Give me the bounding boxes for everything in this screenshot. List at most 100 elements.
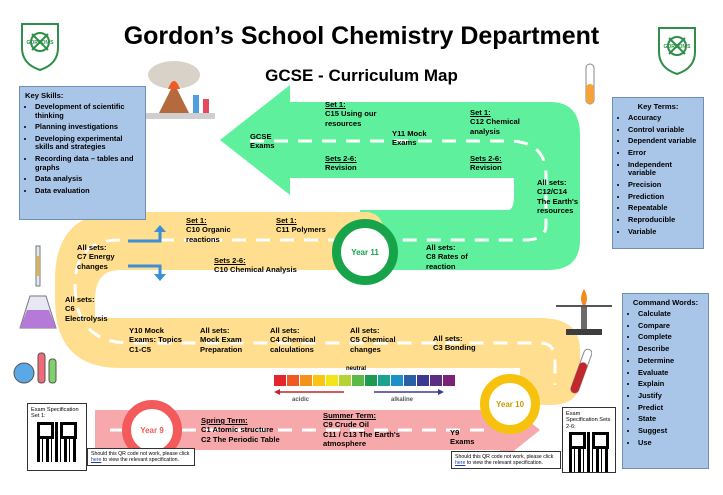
qr-code-set1[interactable] [37,421,77,462]
command-word-item: Justify [638,391,703,401]
key-skill-item: Developing experimental skills and strat… [35,134,140,152]
command-words-panel: Command Words: Calculate Compare Complet… [622,293,709,469]
y10-mock-label: Y10 Mock Exams: Topics C1-C5 [129,326,183,354]
ph-swatch [378,375,390,386]
command-word-item: Evaluate [638,368,703,378]
page-subtitle: GCSE - Curriculum Map [265,66,458,85]
command-word-item: Complete [638,333,703,342]
key-skill-item: Data analysis [35,175,140,184]
ph-arrows [274,389,444,395]
ph-swatch [391,375,403,386]
command-word-item: Suggest [638,427,703,436]
key-term-item: Independent variable [628,160,698,178]
spring-term-label: Spring Term: C1 Atomic structure C2 The … [201,416,280,444]
key-term-item: Prediction [628,192,698,202]
burette-flask-icon [19,245,57,329]
command-word-item: Predict [638,403,703,413]
qr-right-label: Exam Specification Sets 2-6: [566,411,611,430]
key-term-item: Repeatable [628,204,698,213]
all-sets-mock-prep-label: All sets: Mock Exam Preparation [200,326,243,354]
school-crest-right [658,27,696,76]
command-word-item: State [638,415,703,424]
command-word-item: Calculate [638,309,703,319]
key-term-item: Precision [628,181,698,190]
key-term-item: Accuracy [628,113,698,123]
key-term-item: Error [628,149,698,158]
ph-acidic-label: acidic [292,397,310,403]
key-skills-title: Key Skills: [25,91,64,100]
sets26-revision-left-label: Sets 2-6: Revision [325,154,357,173]
y9-exams-label: Y9 Exams [450,428,475,447]
set1-c11-label: Set 1: C11 Polymers [276,216,326,235]
ph-neutral-label: neutral [346,366,367,372]
ph-swatch [274,375,286,386]
ph-color-bar [274,375,456,386]
all-sets-c4-label: All sets: C4 Chemical calculations [270,326,316,354]
year10-ring: Year 10 [480,374,540,434]
ph-swatch [313,375,325,386]
key-skill-item: Recording data – tables and graphs [35,154,140,172]
sets26-revision-right-label: Sets 2-6: Revision [470,154,502,173]
set1-c15-label: Set 1: C15 Using our resources [325,100,377,128]
school-crest-left [21,23,59,72]
command-word-item: Compare [638,321,703,331]
summer-term-label: Summer Term: C9 Crude Oil C11 / C13 The … [323,411,400,448]
key-terms-panel: Key Terms: Accuracy Control variable Dep… [612,97,704,249]
red-test-tube-icon [570,348,592,394]
year11-road [220,85,580,270]
qr-right-note: Should this QR code not work, please cli… [451,451,561,470]
command-word-item: Describe [638,345,703,354]
qr-left-label: Exam Specification Set 1: [31,407,79,420]
ph-swatch [443,375,455,386]
all-sets-c7-label: All sets: C7 Energy changes [77,243,115,271]
key-skill-item: Data evaluation [35,187,140,196]
command-word-item: Explain [638,380,703,389]
key-skills-panel: Key Skills: Development of scientific th… [19,86,146,220]
year9-road [95,398,540,462]
ph-swatch [339,375,351,386]
glassware-icon [13,352,57,384]
ph-swatch [404,375,416,386]
crest-left-text: GORDON'S [26,40,54,46]
ph-swatch [326,375,338,386]
ph-swatch [352,375,364,386]
key-term-item: Reproducible [628,216,698,225]
qr-left-note: Should this QR code not work, please cli… [87,448,195,467]
gcse-exams-label: GCSE Exams [250,132,275,151]
all-sets-c3-label: All sets: C3 Bonding [433,334,476,353]
set1-c10-label: Set 1: C10 Organic reactions [186,216,231,244]
year11-ring: Year 11 [332,219,398,285]
spec-link-sets2-6[interactable]: here [455,460,466,467]
crest-right-text: GORDON'S [663,44,691,50]
key-term-item: Variable [628,227,698,237]
command-word-item: Determine [638,356,703,366]
all-sets-c12-c14-label: All sets: C12/C14 The Earth's resources [537,178,579,215]
qr-right-box: Exam Specification Sets 2-6: [562,407,616,473]
qr-code-sets2-6[interactable] [569,432,609,473]
page-title: Gordon’s School Chemistry Department [123,22,600,50]
key-terms-title: Key Terms: [637,102,679,111]
set1-c12-label: Set 1: C12 Chemical analysis [470,108,520,136]
test-tube-icon [585,63,595,105]
volcano-lab-icon [133,61,215,119]
all-sets-c6-label: All sets: C6 Electrolysis [65,295,108,323]
bunsen-burner-icon [556,289,612,335]
ph-swatch [430,375,442,386]
sets26-c10-label: Sets 2-6: C10 Chemical Analysis [214,256,297,275]
key-term-item: Control variable [628,125,698,135]
ph-swatch [417,375,429,386]
key-skill-item: Development of scientific thinking [35,102,140,120]
ph-swatch [287,375,299,386]
ph-swatch [300,375,312,386]
ph-alkaline-label: alkaline [391,397,414,403]
ph-swatch [365,375,377,386]
command-words-title: Command Words: [632,298,699,307]
spec-link-set1[interactable]: here [91,457,102,464]
all-sets-c8-label: All sets: C8 Rates of reaction [426,243,468,271]
y11-mock-label: Y11 Mock Exams [392,129,427,148]
qr-left-box: Exam Specification Set 1: [27,403,87,471]
all-sets-c5-label: All sets: C5 Chemical changes [350,326,396,354]
key-skill-item: Planning investigations [35,123,140,132]
command-word-item: Use [638,438,703,448]
